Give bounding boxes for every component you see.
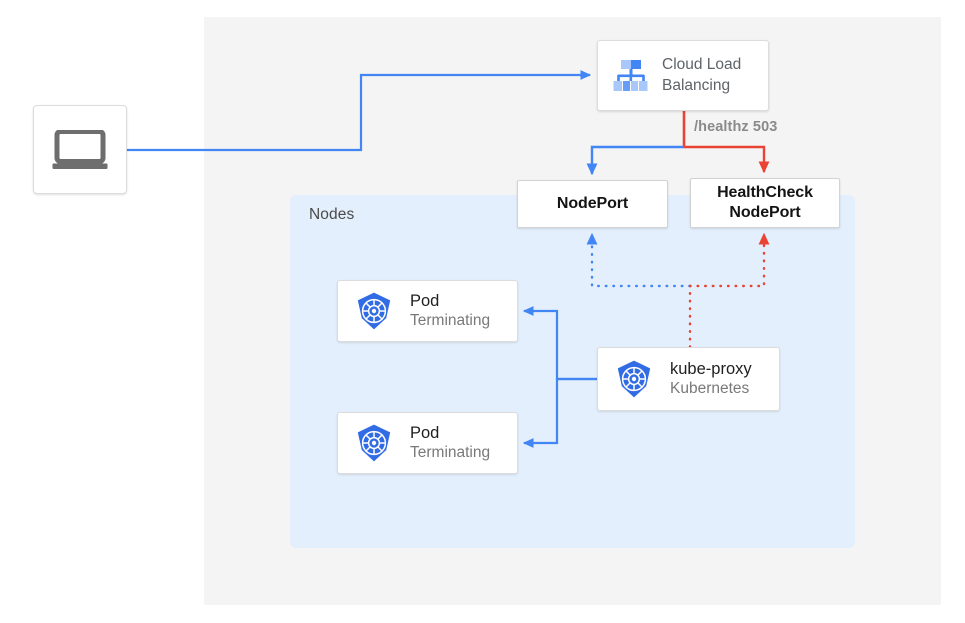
lb-label-line2: Balancing: [662, 76, 731, 94]
cloud-load-balancing-card: Cloud Load Balancing: [597, 40, 769, 111]
kubernetes-icon: [357, 292, 391, 330]
nodeport-card: NodePort: [517, 180, 668, 228]
kube-proxy-subtitle: Kubernetes: [670, 380, 750, 398]
healthz-status-label: /healthz 503: [694, 119, 778, 135]
healthcheck-label-line1: HealthCheck: [717, 183, 813, 201]
kubernetes-icon: [617, 360, 651, 398]
nodes-region-label: Nodes: [309, 206, 355, 223]
kube-proxy-text: kube-proxy Kubernetes: [670, 359, 752, 399]
nodeport-label: NodePort: [556, 194, 629, 212]
pod-2-text: Pod Terminating: [410, 423, 490, 463]
pod-1-title: Pod: [410, 291, 440, 310]
kube-proxy-card: kube-proxy Kubernetes: [597, 347, 780, 411]
pod-1-status: Terminating: [410, 312, 491, 330]
healthcheck-nodeport-label: HealthCheck NodePort: [717, 183, 813, 224]
kube-proxy-title: kube-proxy: [670, 359, 752, 378]
pod-card-1: Pod Terminating: [337, 280, 518, 342]
healthcheck-nodeport-card: HealthCheck NodePort: [690, 178, 840, 228]
healthcheck-label-line2: NodePort: [729, 204, 801, 221]
cloud-load-balancing-label: Cloud Load Balancing: [662, 55, 741, 96]
laptop-icon: [52, 129, 108, 169]
kubernetes-icon: [357, 424, 391, 462]
client-laptop-card: [33, 105, 127, 194]
pod-card-2: Pod Terminating: [337, 412, 518, 474]
cloud-load-balancing-icon: [613, 59, 648, 91]
pod-2-status: Terminating: [410, 444, 491, 462]
lb-label-line1: Cloud Load: [662, 56, 742, 74]
pod-2-title: Pod: [410, 423, 440, 442]
pod-1-text: Pod Terminating: [410, 291, 490, 331]
